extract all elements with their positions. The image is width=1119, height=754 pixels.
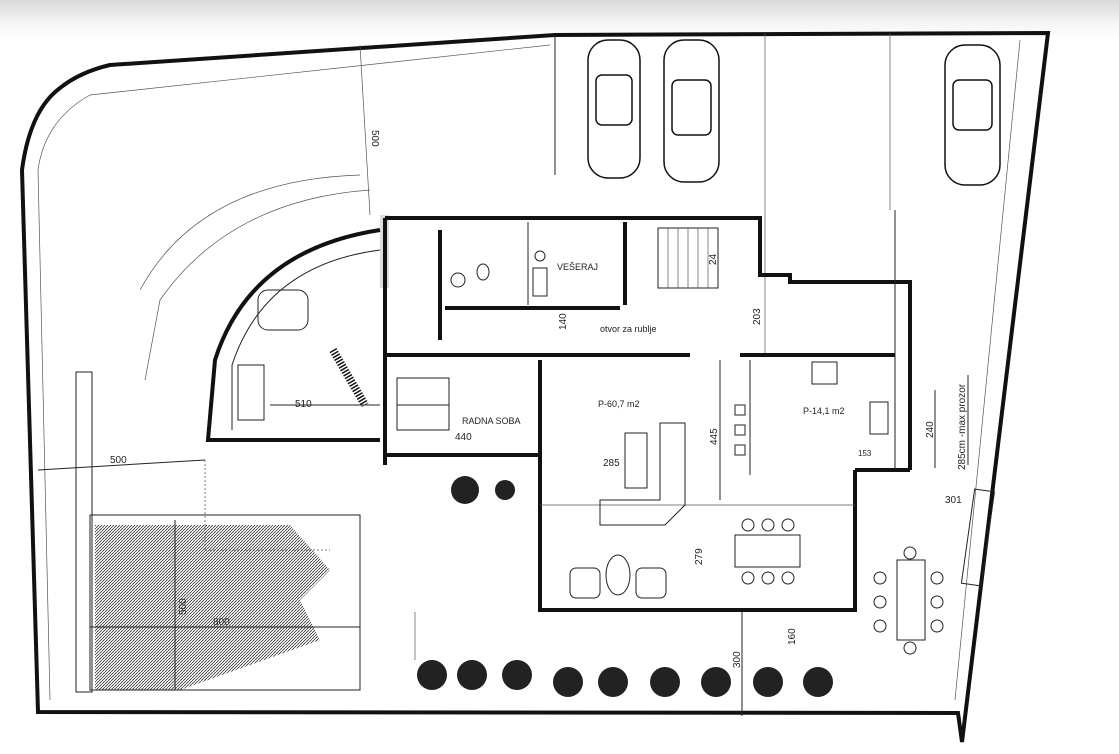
dining-table (734, 534, 801, 568)
cooktop (811, 361, 838, 385)
house-walls (380, 210, 912, 612)
dim-living-depth: 445 (709, 428, 720, 445)
dim-garden-left: 500 (110, 455, 127, 466)
outdoor-table (896, 559, 926, 641)
room-label-kitchen: P-14,1 m2 (803, 406, 845, 416)
pool: 800 500 (89, 514, 361, 691)
dim-stair: 24 (708, 253, 719, 265)
washing-machine (532, 267, 548, 297)
dim-setback-top: 500 (369, 130, 380, 147)
dim-hedge-offset: 160 (787, 628, 798, 645)
car-icon (587, 39, 1001, 186)
dim-front-setback: 300 (732, 651, 743, 668)
sunbed (237, 364, 265, 421)
dim-max-window: 285cm -max prozor (957, 383, 968, 470)
armchair (569, 567, 601, 599)
hot-tub (257, 289, 309, 331)
dim-window-height: 240 (925, 421, 936, 438)
dim-pool-depth: 500 (178, 598, 189, 615)
laundry-chute-label: otvor za rublje (600, 324, 657, 334)
dim-kitchen-counter: 153 (858, 449, 872, 458)
room-label-laundry: VEŠERAJ (557, 262, 598, 272)
room-label-study: RADNA SOBA (462, 416, 521, 426)
dim-study-width: 440 (455, 432, 472, 443)
dim-pool-width: 800 (213, 617, 230, 628)
dim-corridor-width: 140 (558, 313, 569, 330)
dim-terrace: 510 (295, 399, 312, 410)
toilet (476, 263, 490, 281)
terrace: 510 (139, 174, 381, 442)
dim-corridor-height: 203 (752, 308, 763, 325)
plot-boundary (19, 30, 1051, 743)
room-label-living: P-60,7 m2 (598, 399, 640, 409)
armchair (635, 567, 667, 599)
sofa (599, 422, 686, 526)
dim-dining-depth: 279 (694, 548, 705, 565)
hedge-shrubs (417, 476, 833, 697)
dim-side-setback: 301 (945, 495, 962, 506)
sink (450, 272, 466, 288)
coffee-table (605, 554, 631, 596)
desk (396, 377, 450, 431)
kitchen-sink (869, 401, 889, 435)
staircase: 24 (657, 227, 719, 289)
dim-living-width: 285 (603, 458, 620, 469)
